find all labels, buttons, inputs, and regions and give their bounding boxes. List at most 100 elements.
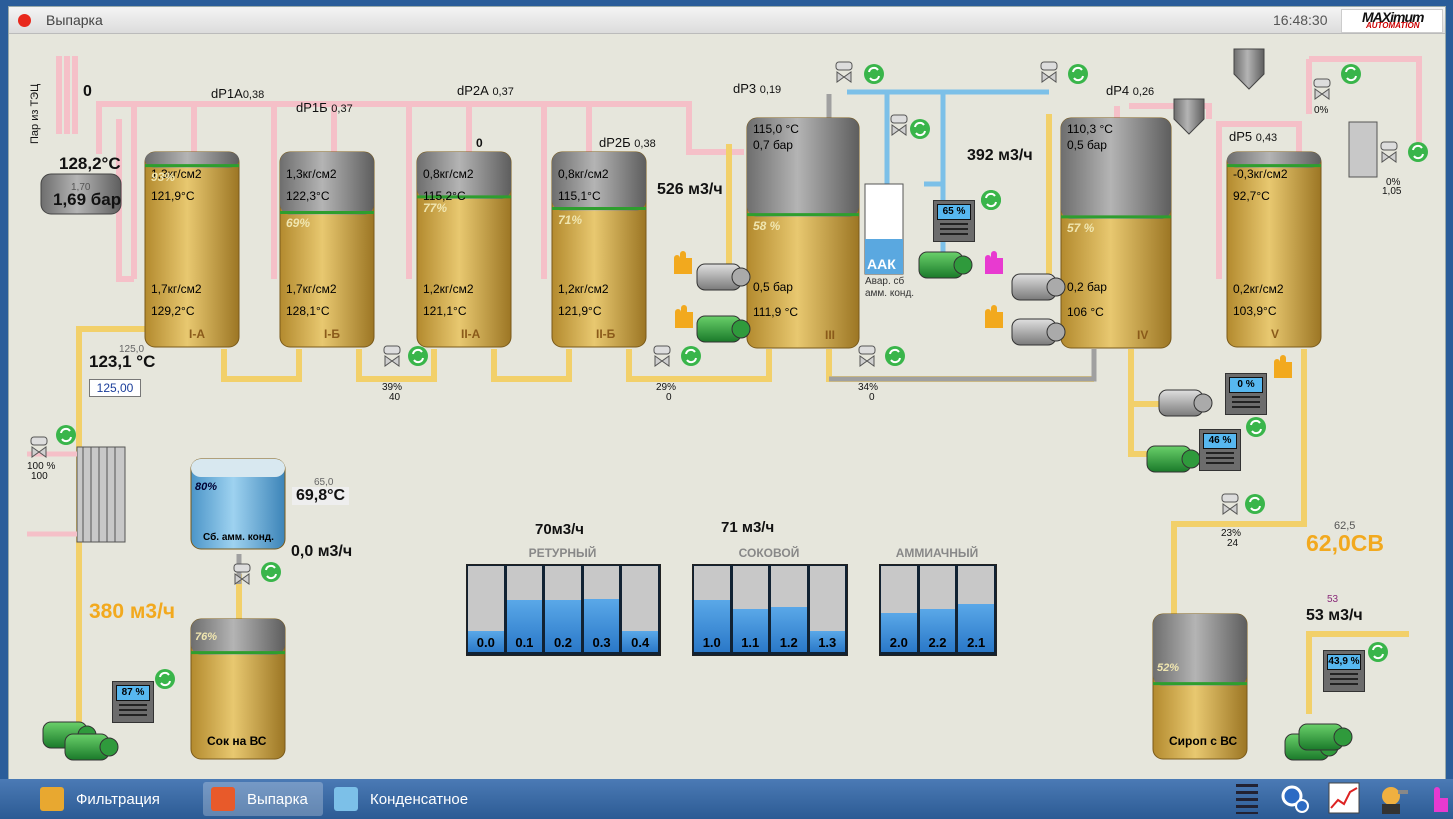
tank-1-level: 69% <box>286 216 311 231</box>
vessel-amm_tank <box>190 458 286 550</box>
condensate-cell: 1.3 <box>809 566 845 652</box>
tank-2-top-pressure: 0,8кг/см2 <box>423 167 474 181</box>
hand-icon[interactable] <box>674 251 692 274</box>
controller-65[interactable]: 65 % <box>933 200 975 242</box>
trend-icon[interactable] <box>1328 782 1360 814</box>
valve-9[interactable] <box>1040 61 1058 83</box>
refresh-icon[interactable] <box>1245 494 1265 514</box>
refresh-icon[interactable] <box>1341 64 1361 84</box>
tank-2-bottom-pressure: 1,2кг/см2 <box>423 282 474 296</box>
valve-5[interactable] <box>1313 78 1331 100</box>
valve-1[interactable] <box>653 345 671 367</box>
refresh-icon[interactable] <box>408 346 428 366</box>
close-button[interactable] <box>18 14 31 27</box>
condensate-cell: 1.0 <box>694 566 730 652</box>
refresh-icon[interactable] <box>885 346 905 366</box>
flow-70: 70м3/ч <box>535 521 584 538</box>
tab-condensate-label: Конденсатное <box>370 791 469 808</box>
valve-0[interactable] <box>383 345 401 367</box>
pump-6[interactable] <box>1146 445 1201 473</box>
flow-syrup: 53 м3/ч <box>1306 607 1363 624</box>
refresh-icon[interactable] <box>864 64 884 84</box>
valve-4[interactable] <box>1221 493 1239 515</box>
hand-icon[interactable] <box>985 251 1003 274</box>
refresh-icon[interactable] <box>155 669 175 689</box>
tab-evaporation[interactable]: Выпарка <box>203 782 323 816</box>
dp2b-name: dP2Б <box>599 135 631 150</box>
pump-5[interactable] <box>1158 389 1213 417</box>
refresh-icon[interactable] <box>981 190 1001 210</box>
logo-bottom-text: AUTOMATION <box>1366 21 1420 30</box>
settings-icon[interactable] <box>1278 782 1310 814</box>
condensate-cell: 0.1 <box>506 566 543 652</box>
valve-6[interactable] <box>1380 141 1398 163</box>
pump-layer <box>42 251 1353 761</box>
refresh-icon[interactable] <box>1068 64 1088 84</box>
tank-0-top-temp: 121,9°C <box>151 189 195 203</box>
pump-3[interactable] <box>1011 318 1066 346</box>
refresh-icon[interactable] <box>261 562 281 582</box>
pump-10[interactable] <box>1298 723 1353 751</box>
group-title-1: СОКОВОЙ <box>738 546 800 560</box>
tank-1-name: I-Б <box>324 327 340 341</box>
controller-43-9[interactable]: 43,9 % <box>1323 650 1365 692</box>
condensate-cell: 0.4 <box>622 566 658 652</box>
heat-exchanger-main <box>27 446 126 543</box>
touch-icon[interactable] <box>1424 782 1453 814</box>
engineer-icon[interactable] <box>1378 782 1410 814</box>
valve-8[interactable] <box>835 61 853 83</box>
hand-icon[interactable] <box>985 305 1003 328</box>
refresh-icon[interactable] <box>681 346 701 366</box>
juice_tank-name: Сок на ВС <box>207 734 267 748</box>
condensate-cell-label: 1.3 <box>818 635 837 650</box>
refresh-icon[interactable] <box>910 119 930 139</box>
valve4-val: 24 <box>1227 538 1239 549</box>
controller-0[interactable]: 0 % <box>1225 373 1267 415</box>
hand-icon[interactable] <box>1274 355 1292 378</box>
valve5-pct: 0% <box>1314 105 1329 116</box>
pump-0[interactable] <box>696 263 751 291</box>
pump-4[interactable] <box>918 251 973 279</box>
tank-5-bottom-temp: 106 °C <box>1067 305 1104 319</box>
pump-8[interactable] <box>64 733 119 761</box>
heater-setpoint: 125,0 <box>119 344 145 355</box>
valve-7[interactable] <box>233 563 251 585</box>
tab-evaporation-label: Выпарка <box>247 791 308 808</box>
pump-1[interactable] <box>696 315 751 343</box>
tab-condensate[interactable]: Конденсатное <box>326 782 486 816</box>
tank-3-bottom-temp: 121,9°C <box>558 304 602 318</box>
tank-6-top-pressure: -0,3кг/см2 <box>1233 167 1288 181</box>
heater-setpoint-input[interactable]: 125,00 <box>89 379 141 397</box>
condensate-cell: 2.1 <box>958 566 994 652</box>
menu-icon[interactable] <box>1236 782 1268 814</box>
syrup_tank-level: 52% <box>1157 661 1180 674</box>
evaporation-icon <box>211 787 235 811</box>
condensate-cell-fill <box>958 603 994 652</box>
valve-10[interactable] <box>890 114 908 136</box>
hand-icon[interactable] <box>675 305 693 328</box>
refresh-icon[interactable] <box>1408 142 1428 162</box>
dp1a-label: dP1А0,38 <box>211 86 264 101</box>
valve-3[interactable] <box>30 436 48 458</box>
dp3-label: dP3 0,19 <box>733 81 781 96</box>
vessel-juice_tank <box>190 618 286 760</box>
controller-43-9-value: 43,9 % <box>1327 654 1361 670</box>
condensate-cell-fill <box>809 630 845 652</box>
controller-87[interactable]: 87 % <box>112 681 154 723</box>
flow-amm: 0,0 м3/ч <box>291 543 353 560</box>
condensate-cell-fill <box>506 600 543 652</box>
refresh-icon[interactable] <box>1368 642 1388 662</box>
refresh-icon[interactable] <box>56 425 76 445</box>
aak-desc-2: амм. конд. <box>865 288 915 299</box>
valve-2[interactable] <box>858 345 876 367</box>
pump-2[interactable] <box>1011 273 1066 301</box>
condensate-cell-label: 0.3 <box>592 635 611 650</box>
dp2b-value: 0,38 <box>634 138 656 150</box>
refresh-icon[interactable] <box>1246 417 1266 437</box>
controller-46[interactable]: 46 % <box>1199 429 1241 471</box>
tank-0-level: 93% <box>151 169 176 184</box>
tab-filtration[interactable]: Фильтрация <box>32 782 200 816</box>
tank-4-top-temp: 115,0 °C <box>753 122 799 136</box>
juice_tank-level: 76% <box>195 630 218 643</box>
